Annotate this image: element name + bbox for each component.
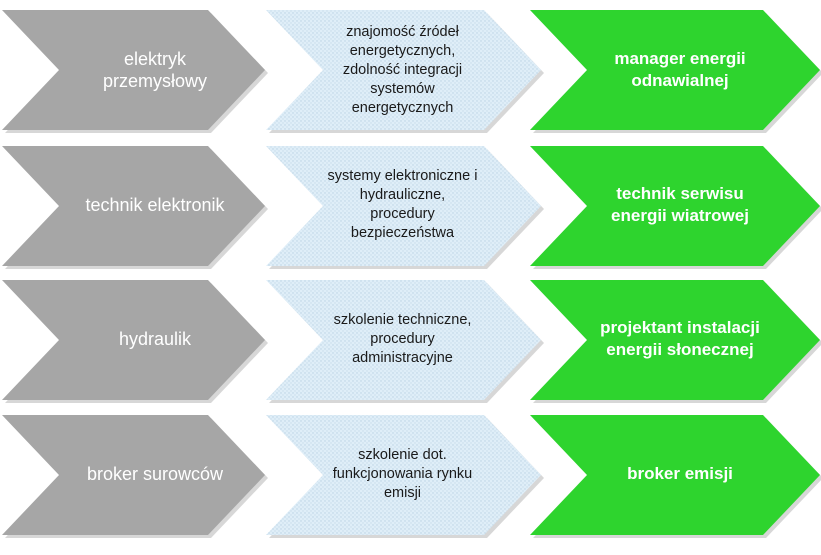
- chevron-row-2-green: [530, 146, 820, 266]
- skills-row-3: szkolenie techniczne, procedury administ…: [333, 311, 472, 366]
- chevron-row-4-green: [530, 415, 820, 535]
- target-job-row-2: technik serwisu energii wiatrowej: [611, 184, 749, 225]
- target-job-row-4: broker emisji: [627, 464, 733, 483]
- chevron-row-1-green: [530, 10, 820, 130]
- chevron-row-2-skills: [266, 146, 541, 266]
- source-job-row-4: broker surowców: [86, 464, 224, 484]
- chevron-row-2-gray: [2, 146, 265, 266]
- chevron-row-1-gray: [2, 10, 265, 130]
- chevron-row-1-skills: [266, 10, 541, 130]
- chevron-row-3-gray: [2, 280, 265, 400]
- source-job-row-1: elektryk przemysłowy: [102, 49, 208, 91]
- chevron-row-3-green: [530, 280, 820, 400]
- chevron-row-4-skills: [266, 415, 541, 535]
- skills-row-4: szkolenie dot. funkcjonowania rynku emis…: [332, 446, 473, 501]
- source-job-row-2: technik elektronik: [85, 195, 225, 215]
- target-job-row-1: manager energii odnawialnej: [614, 49, 746, 90]
- chevron-row-3-skills: [266, 280, 541, 400]
- source-job-row-3: hydraulik: [118, 329, 192, 349]
- target-job-row-3: projektant instalacji energii słonecznej: [600, 318, 760, 359]
- skills-row-2: systemy elektroniczne i hydrauliczne, pr…: [327, 168, 478, 241]
- skills-row-1: znajomość źródeł energetycznych, zdolnoś…: [342, 23, 463, 116]
- chevron-row-4-gray: [2, 415, 265, 535]
